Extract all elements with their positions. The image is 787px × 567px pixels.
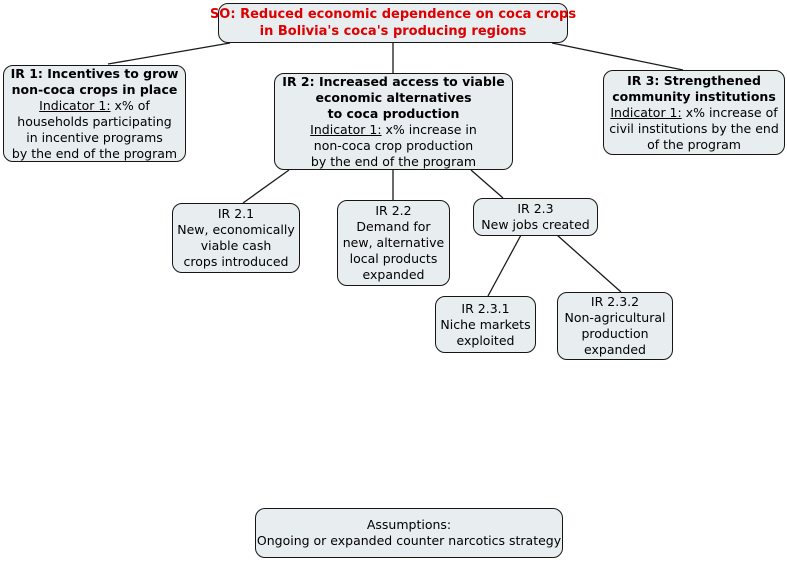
ir3-indicator-line: Indicator 1: x% increase of <box>610 105 777 121</box>
ir231-line3: exploited <box>456 332 515 348</box>
ir232-line3: production <box>581 326 649 341</box>
ir3-indicator-tail: x% increase of <box>681 104 778 120</box>
connector-ir2-ir23 <box>470 169 504 199</box>
ir22-line3: new, alternative <box>342 235 445 250</box>
ir2-title-line1: IR 2: Increased access to viable <box>282 73 505 89</box>
ir3-body-line1: civil institutions by the end <box>609 120 779 136</box>
ir21-line4: crops introduced <box>183 254 289 269</box>
ir21-line1: IR 2.1 <box>217 206 255 221</box>
ir3-title-line1: IR 3: Strengthened <box>627 72 761 88</box>
ir231-line2: Niche markets <box>440 316 531 332</box>
ir23-line2: New jobs created <box>481 217 590 232</box>
ir22-line4: local products <box>349 251 438 266</box>
ir1-indicator-tail: x% of <box>110 97 150 113</box>
ir232-node: IR 2.3.2 Non-agricultural production exp… <box>557 292 673 360</box>
ir1-node: IR 1: Incentives to grow non-coca crops … <box>3 65 186 162</box>
ir23-line1: IR 2.3 <box>517 201 554 216</box>
ir2-indicator-line: Indicator 1: x% increase in <box>310 122 477 138</box>
ir3-node: IR 3: Strengthened community institution… <box>603 70 785 155</box>
connector-so-ir3 <box>551 42 684 71</box>
ir232-line4: expanded <box>584 342 646 357</box>
ir231-node: IR 2.3.1 Niche markets exploited <box>435 296 536 353</box>
ir232-line1: IR 2.3.2 <box>590 294 640 309</box>
ir23-node: IR 2.3 New jobs created <box>473 198 598 236</box>
connector-ir23-ir232 <box>556 234 622 293</box>
connector-ir2-ir21 <box>242 169 290 204</box>
ir22-node: IR 2.2 Demand for new, alternative local… <box>337 200 450 286</box>
ir22-line1: IR 2.2 <box>375 203 412 218</box>
ir2-node: IR 2: Increased access to viable economi… <box>274 73 513 170</box>
ir1-indicator-label: Indicator 1: <box>39 97 111 113</box>
ir22-line5: expanded <box>362 267 425 282</box>
assumptions-line1: Assumptions: <box>366 517 452 532</box>
ir1-title-line2: non-coca crops in place <box>11 81 178 97</box>
so-text-line2: in Bolivia's coca's producing regions <box>259 24 527 39</box>
assumptions-node: Assumptions: Ongoing or expanded counter… <box>255 508 563 558</box>
ir21-line2: New, economically <box>177 222 295 237</box>
assumptions-line2: Ongoing or expanded counter narcotics st… <box>256 533 562 548</box>
ir3-title-line2: community institutions <box>612 88 776 104</box>
ir2-title-line3: to coca production <box>327 105 460 121</box>
ir1-body-line3: by the end of the program <box>11 145 178 161</box>
ir2-title-line2: economic alternatives <box>315 89 472 105</box>
connector-ir23-ir231 <box>487 234 522 297</box>
ir21-line3: viable cash <box>200 238 272 253</box>
ir22-line2: Demand for <box>356 219 431 234</box>
ir3-body-line2: of the program <box>647 136 741 152</box>
ir232-line2: Non-agricultural <box>564 310 666 325</box>
ir1-body-line2: in incentive programs <box>26 129 163 145</box>
ir1-body-line1: households participating <box>17 113 172 129</box>
ir21-node: IR 2.1 New, economically viable cash cro… <box>172 203 300 273</box>
ir2-indicator-label: Indicator 1: <box>310 121 382 137</box>
connector-so-ir1 <box>107 42 231 65</box>
ir231-line1: IR 2.3.1 <box>461 300 510 316</box>
so-node: SO: Reduced economic dependence on coca … <box>210 3 576 43</box>
ir2-indicator-tail: x% increase in <box>381 121 477 137</box>
so-text-line1: SO: Reduced economic dependence on coca … <box>209 7 577 22</box>
ir3-indicator-label: Indicator 1: <box>610 104 682 120</box>
ir1-title-line1: IR 1: Incentives to grow <box>10 65 179 81</box>
ir1-indicator-line: Indicator 1: x% of <box>39 98 150 114</box>
ir2-body-line1: non-coca crop production <box>313 137 474 153</box>
ir2-body-line2: by the end of the program <box>310 153 477 169</box>
